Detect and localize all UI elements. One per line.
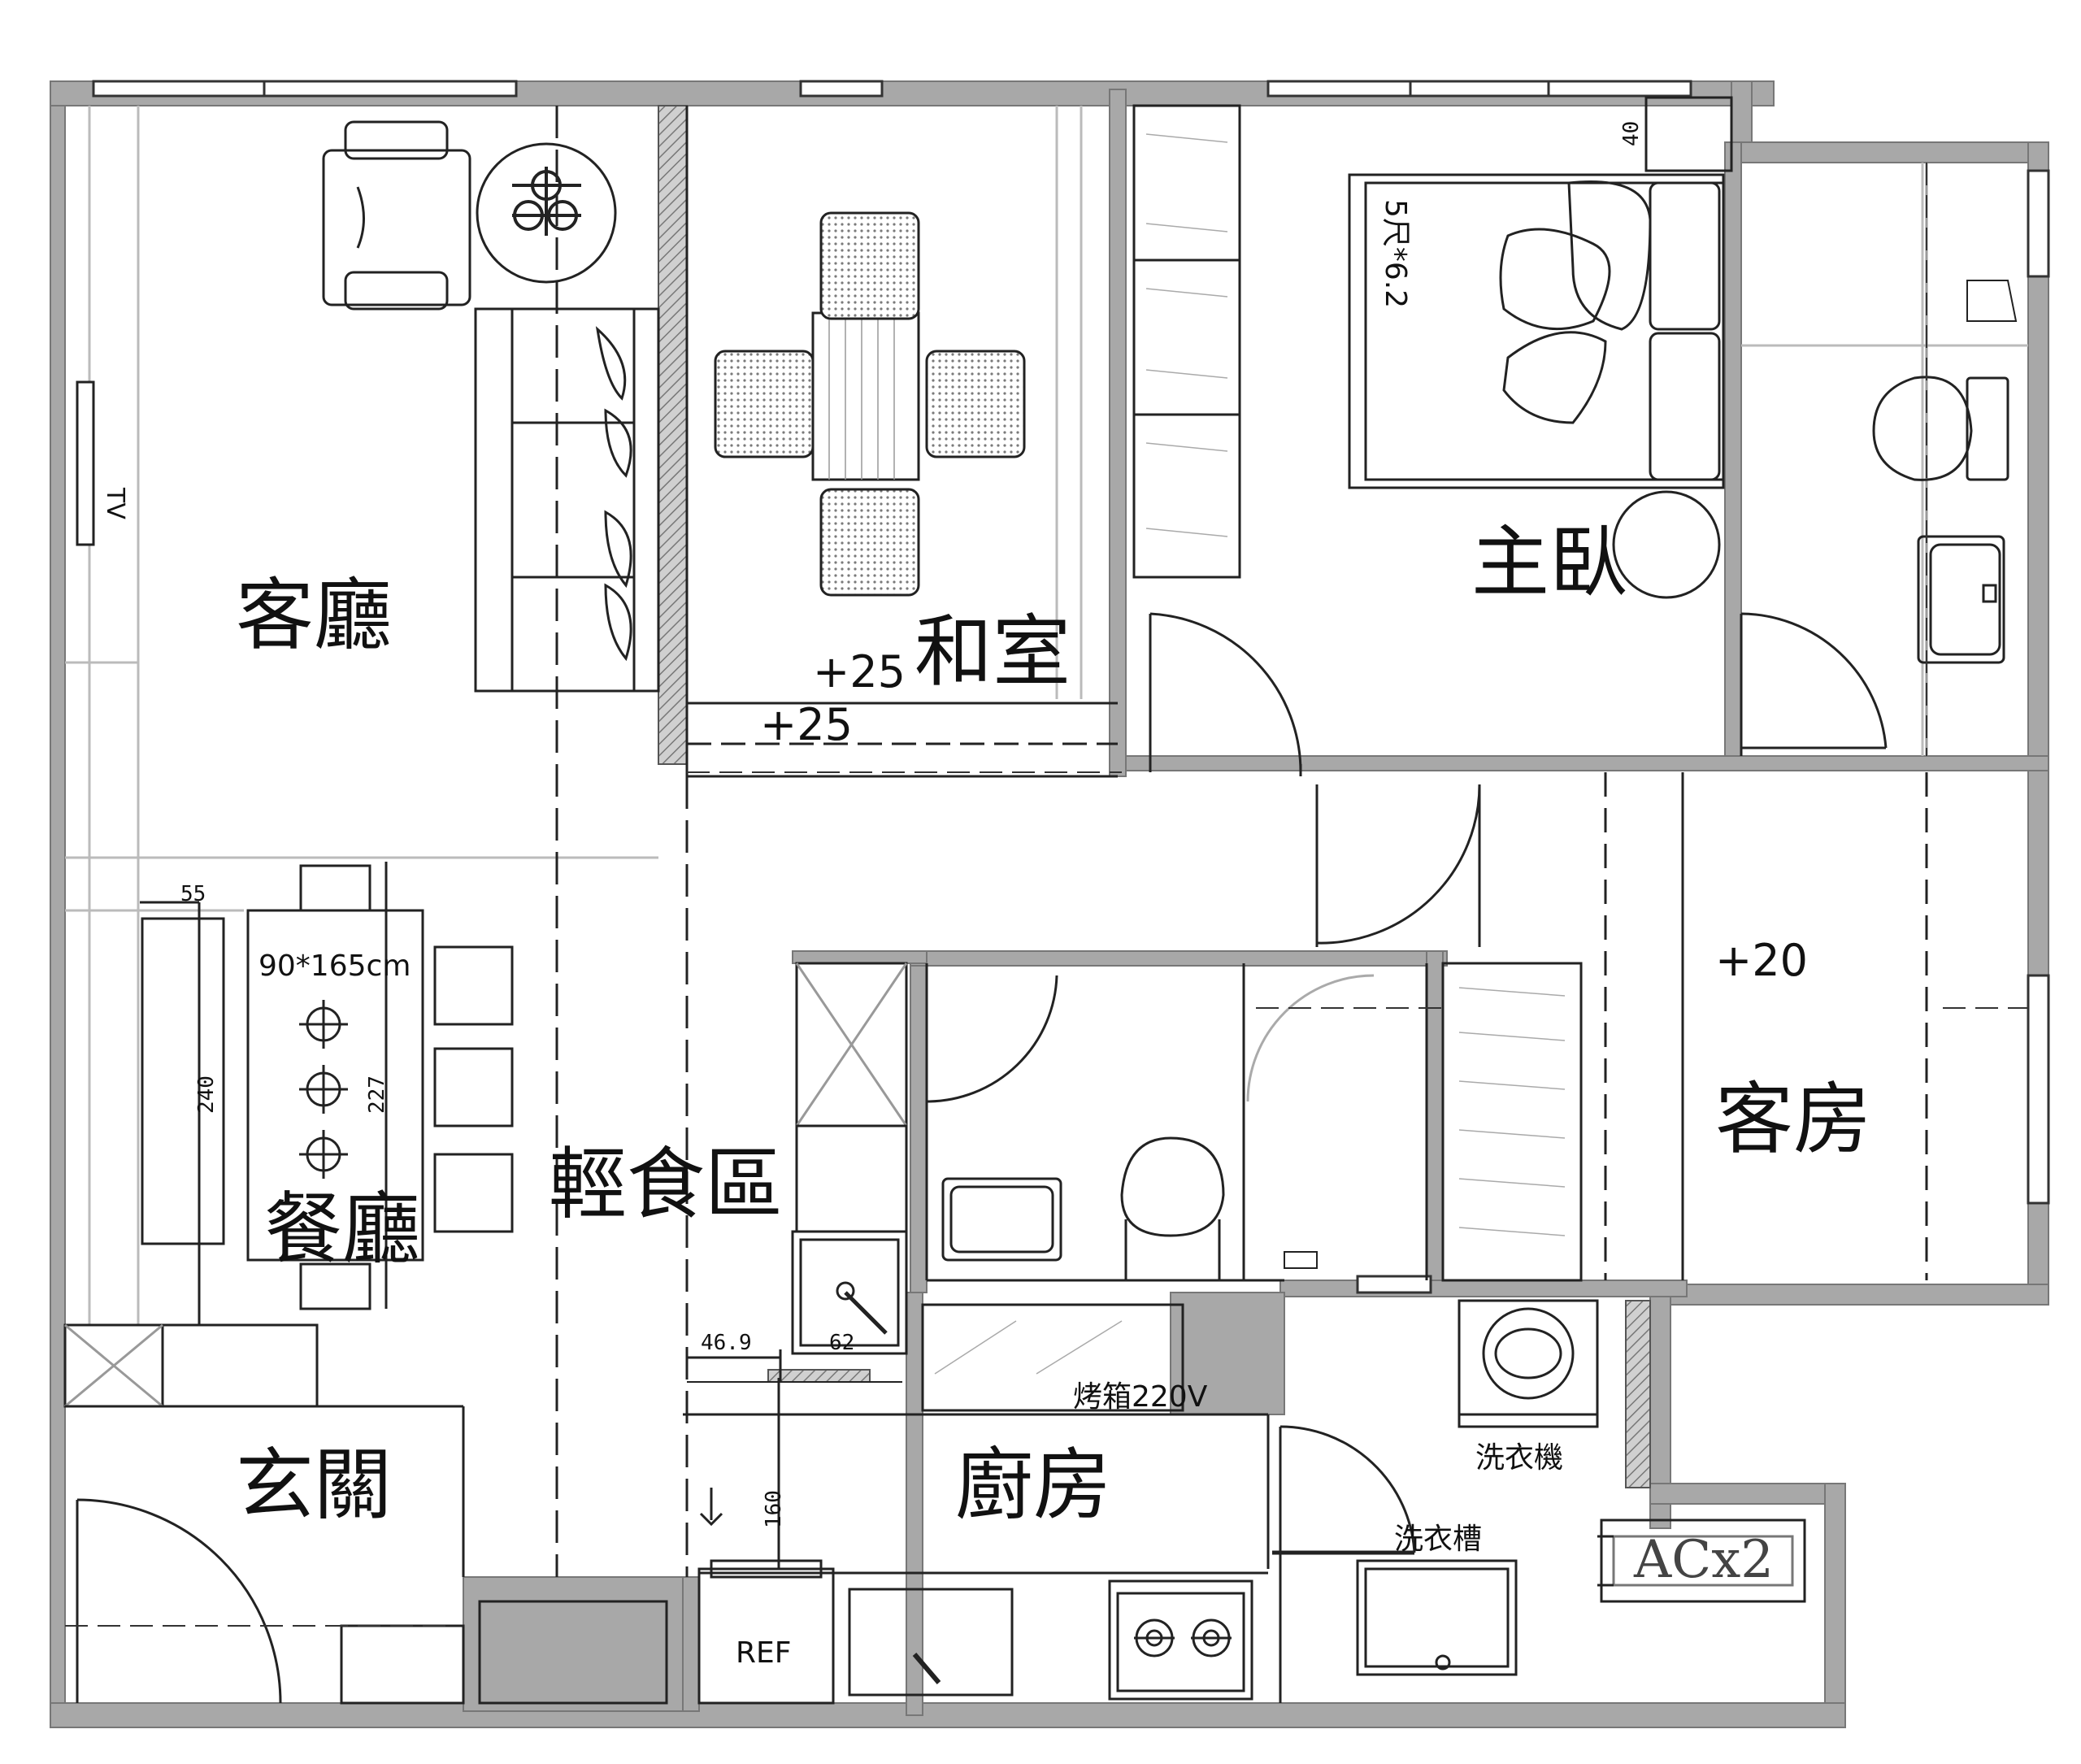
fridge-label: REF: [736, 1636, 791, 1670]
round-stool: [1612, 490, 1721, 599]
ac-unit: [1600, 1519, 1806, 1603]
cushion: [925, 350, 1026, 458]
room-snack-label: 輕食區: [549, 1139, 783, 1230]
washing-machine-label: 洗衣機: [1475, 1441, 1563, 1475]
master-bathroom: [1740, 163, 2028, 756]
table-size-label: 90*165cm: [258, 949, 411, 983]
interior-walls: [463, 89, 2049, 1716]
tv-width-dim: 55: [180, 882, 206, 906]
room-master-label: 主臥: [1471, 517, 1627, 608]
central-bathrooms: [925, 963, 1428, 1282]
kitchen-sink: [848, 1588, 1014, 1697]
room-entrance-label: 玄關: [236, 1440, 392, 1531]
level-mark-guest: +20: [1715, 935, 1808, 986]
pillow: [1567, 180, 1652, 331]
washitsu: [685, 106, 1118, 778]
windows: [92, 80, 2050, 1294]
bath-sink: [1917, 535, 2005, 664]
oven-cabinet: [921, 1303, 1184, 1412]
bath-sink: [941, 1177, 1062, 1262]
room-kitchen-label: 廚房: [955, 1440, 1111, 1531]
side-table: [476, 142, 617, 284]
room-living-label: 客廳: [236, 570, 392, 661]
dashed-guides: [65, 163, 2028, 1627]
laundry: [1272, 1299, 1806, 1703]
stool: [433, 1153, 514, 1233]
laundry-sink: [1356, 1559, 1518, 1676]
lamp-icon: [512, 167, 581, 236]
pillow: [1502, 331, 1607, 424]
cushion: [819, 211, 920, 320]
prep-sink: [791, 1230, 908, 1355]
master-bedroom: [1132, 96, 1733, 776]
tv-length-dim: 240: [194, 1075, 219, 1114]
fridge: [697, 1567, 835, 1705]
cushion: [819, 488, 920, 597]
cushion: [714, 350, 815, 458]
entrance: [76, 1498, 668, 1705]
tv-cabinet: [141, 917, 225, 1245]
column-hatch: [767, 1369, 871, 1383]
laundry-sink-label: 洗衣槽: [1394, 1523, 1482, 1556]
dining-area: [63, 106, 689, 1577]
room-dining-label: 餐廳: [264, 1184, 420, 1275]
counter-dim-b: 62: [829, 1331, 854, 1355]
table-length-dim: 227: [365, 1075, 389, 1114]
level-mark-step: +25: [760, 699, 853, 750]
shoe-cabinet: [63, 1323, 319, 1408]
stool: [433, 1047, 514, 1127]
guest-room: [1315, 772, 1928, 1282]
kitchen: [683, 962, 1270, 1705]
tv-wall-unit: [76, 380, 95, 546]
room-washitsu-label: 和室: [915, 606, 1071, 697]
wardrobe-depth-dim: 40: [1619, 121, 1644, 146]
toilet: [1120, 1136, 1225, 1237]
tv-label: TV: [101, 487, 129, 519]
armchair: [322, 149, 471, 306]
fridge-depth-dim: 160: [762, 1490, 786, 1528]
living-room: [65, 106, 660, 1325]
pillow: [1499, 228, 1611, 331]
oven-label: 烤箱220V: [1073, 1380, 1208, 1414]
column-hatch: [1625, 1300, 1651, 1488]
wardrobe: [1132, 104, 1241, 579]
stove: [1108, 1579, 1253, 1701]
stool: [433, 945, 514, 1026]
toilet: [1872, 376, 1973, 481]
ac-label: ACx2: [1633, 1530, 1774, 1590]
room-guest-label: 客房: [1715, 1074, 1871, 1165]
column-hatch: [658, 105, 688, 765]
bed-size-label: 5尺*6.2: [1379, 199, 1412, 308]
level-mark-washitsu: +25: [813, 646, 906, 697]
guest-wardrobe: [1441, 962, 1583, 1282]
washing-machine: [1458, 1299, 1599, 1428]
pendant-light-icon: [299, 1000, 348, 1179]
counter-dim-a: 46.9: [701, 1331, 752, 1355]
